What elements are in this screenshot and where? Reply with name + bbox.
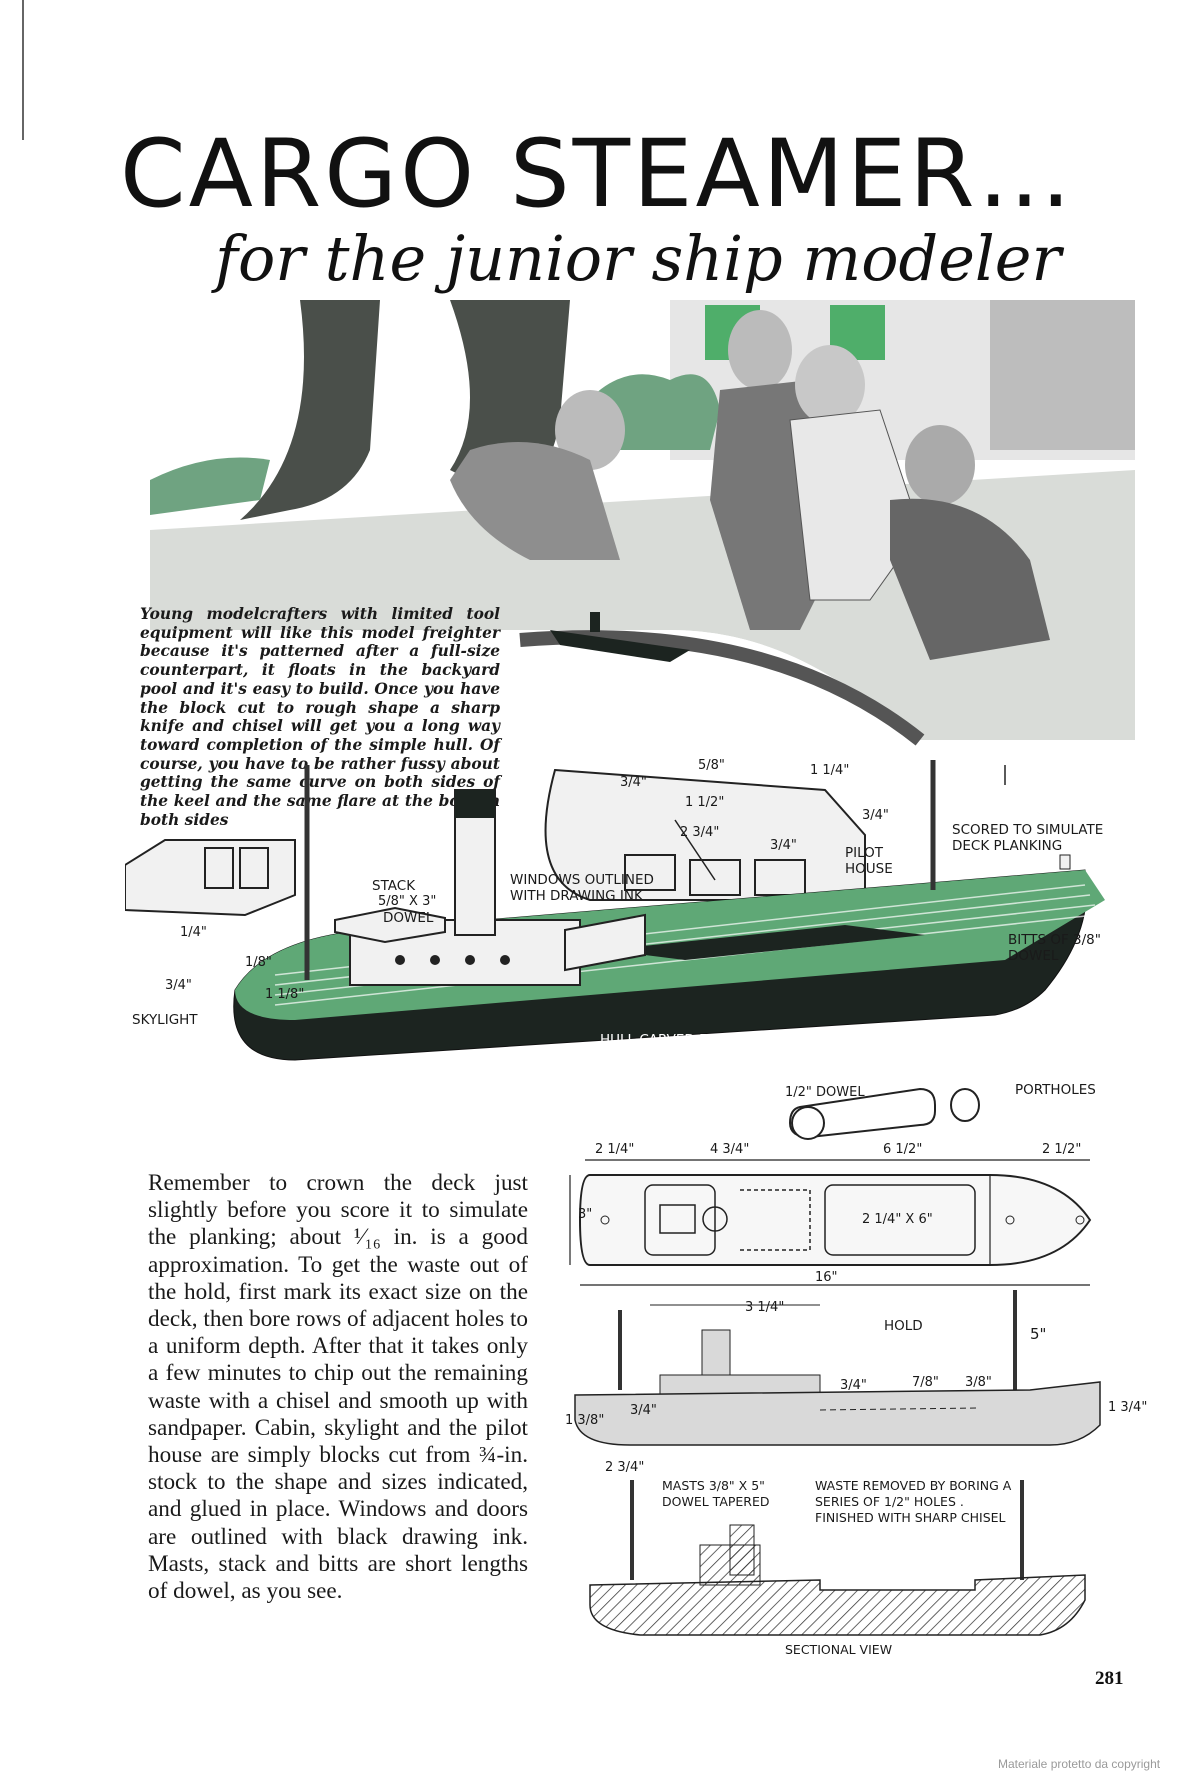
dim-elev-mast-low: 2 3/4" (605, 1460, 645, 1475)
ship-drawing (125, 760, 1105, 1061)
page-title: CARGO STEAMER… (120, 120, 1075, 229)
dim-pilot-e: 3/4" (862, 808, 889, 823)
label-skylight: SKYLIGHT (132, 1012, 198, 1028)
label-stack-dowel: DOWEL (383, 910, 434, 926)
sectional-view (589, 1480, 1086, 1636)
label-portholes: PORTHOLES (1015, 1082, 1096, 1098)
dim-pilot-b: 1 1/2" (685, 795, 725, 810)
dim-elev-right: 1 3/4" (1108, 1400, 1148, 1415)
body-text: Remember to crown the deck just slightly… (148, 1170, 528, 1605)
elevation-view (574, 1290, 1101, 1446)
dim-plan-width: 3" (578, 1207, 593, 1222)
label-bitts: BITTS OF 3/8" DOWEL (1008, 932, 1101, 964)
dim-elev-mast: 5" (1030, 1325, 1047, 1343)
dim-pilot-side: 1 1/4" (810, 763, 850, 778)
dim-plan-hold: 2 1/4" X 6" (862, 1212, 933, 1227)
page-edge-rule (22, 0, 24, 140)
label-pilot-house: PILOT HOUSE (845, 845, 893, 877)
dim-skylight-l: 1 1/8" (265, 987, 305, 1002)
label-hull: HULL CARVED FROM PINE BLOCK, 1 5/8" X 3"… (600, 1032, 774, 1064)
dim-plan-length: 16" (815, 1270, 838, 1285)
dim-pilot-a: 3/4" (620, 775, 647, 790)
label-scored: SCORED TO SIMULATE DECK PLANKING (952, 822, 1104, 854)
label-sectional: SECTIONAL VIEW (785, 1642, 893, 1657)
label-stack: STACK (372, 878, 416, 894)
label-hold: HOLD (884, 1318, 923, 1334)
dim-elev-a: 3/4" (840, 1378, 867, 1393)
dim-elev-d: 3/4" (630, 1403, 657, 1418)
boys-illustration (150, 300, 1135, 760)
label-dowel-half: 1/2" DOWEL (785, 1085, 865, 1100)
dim-skylight-w: 3/4" (165, 978, 192, 993)
page-subtitle: for the junior ship modeler (215, 222, 1062, 295)
label-stack-dim: 5/8" X 3" (378, 894, 437, 909)
label-windows: WINDOWS OUTLINED WITH DRAWING INK (510, 872, 654, 904)
dim-elev-c: 3/8" (965, 1375, 992, 1390)
dim-pilot-c: 2 3/4" (680, 825, 720, 840)
dim-plan-a: 2 1/4" (595, 1142, 635, 1157)
label-waste: WASTE REMOVED BY BORING A SERIES OF 1/2"… (815, 1478, 1012, 1525)
dim-pilot-d: 3/4" (770, 838, 797, 853)
copyright-footer: Materiale protetto da copyright (998, 1757, 1161, 1771)
dim-elev-cabin: 3 1/4" (745, 1300, 785, 1315)
dim-skylight-t: 1/8" (245, 955, 272, 970)
intro-caption: Young modelcrafters with limited tool eq… (140, 605, 500, 829)
dim-plan-b: 4 3/4" (710, 1142, 750, 1157)
dowel-drawing (788, 1087, 980, 1140)
page-number: 281 (1095, 1668, 1124, 1689)
label-masts: MASTS 3/8" X 5" DOWEL TAPERED (662, 1478, 770, 1509)
plan-view (569, 1159, 1092, 1286)
dim-plan-d: 2 1/2" (1042, 1142, 1082, 1157)
dim-skylight-h: 1/4" (180, 925, 207, 940)
dim-elev-b: 7/8" (912, 1375, 939, 1390)
dim-elev-left: 1 3/8" (565, 1413, 605, 1428)
dim-pilot-top: 5/8" (698, 758, 725, 773)
dim-plan-c: 6 1/2" (883, 1142, 923, 1157)
